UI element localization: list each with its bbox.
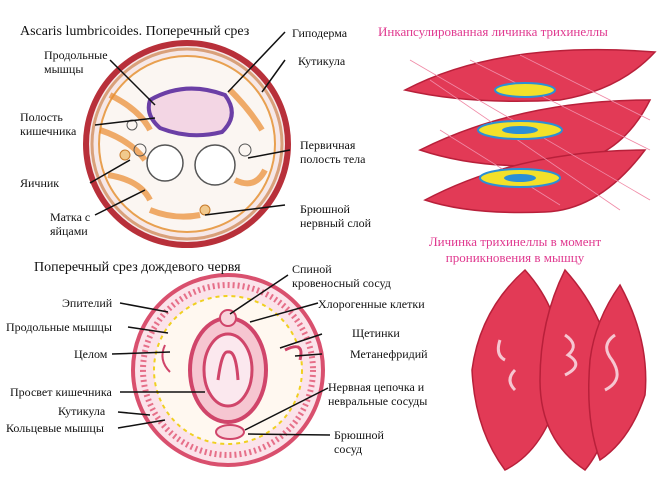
label-ascaris-gut-cavity: Полость кишечника xyxy=(20,110,77,138)
label-earthworm-circular-muscles: Кольцевые мышцы xyxy=(6,421,104,435)
earthworm-title: Поперечный срез дождевого червя xyxy=(34,260,241,275)
penetrating-larva-illustration xyxy=(471,268,647,471)
encapsulated-larva-title: Инкапсулированная личинка трихинеллы xyxy=(378,24,608,39)
ascaris-title: Ascaris lumbricoides. Поперечный срез xyxy=(20,24,250,39)
label-earthworm-epithelium: Эпителий xyxy=(62,296,113,310)
label-ascaris-uterus: Матка с яйцами xyxy=(50,210,91,238)
label-earthworm-metanephridium: Метанефридий xyxy=(350,347,428,361)
label-ascaris-ventral-nerve: Брюшной нервный слой xyxy=(300,202,372,230)
label-ascaris-longitudinal-muscles: Продольные мышцы xyxy=(44,48,108,76)
label-earthworm-coelom: Целом xyxy=(74,347,108,361)
label-ascaris-hypodermis: Гиподерма xyxy=(292,26,348,40)
label-ascaris-cuticle: Кутикула xyxy=(298,54,346,68)
label-earthworm-gut-lumen: Просвет кишечника xyxy=(10,385,112,399)
earthworm-cross-section xyxy=(111,273,331,467)
label-ascaris-primary-cavity: Первичная полость тела xyxy=(300,138,366,166)
label-earthworm-ventral-vessel: Брюшной сосуд xyxy=(334,428,384,456)
label-earthworm-nerve-chain: Нервная цепочка и невральные сосуды xyxy=(328,380,428,408)
encapsulated-larva-illustration xyxy=(402,48,657,214)
label-earthworm-chloragogen: Хлорогенные клетки xyxy=(318,297,425,311)
label-earthworm-dorsal-vessel: Спиной кровеносный сосуд xyxy=(292,262,391,290)
label-earthworm-setae: Щетинки xyxy=(352,326,400,340)
ascaris-cross-section xyxy=(83,31,291,248)
label-earthworm-cuticle: Кутикула xyxy=(58,404,106,418)
label-ascaris-ovary: Яичник xyxy=(20,176,60,190)
label-earthworm-longitudinal-muscles: Продольные мышцы xyxy=(6,320,112,334)
penetrating-larva-title: Личинка трихинеллы в момент проникновени… xyxy=(428,234,602,265)
